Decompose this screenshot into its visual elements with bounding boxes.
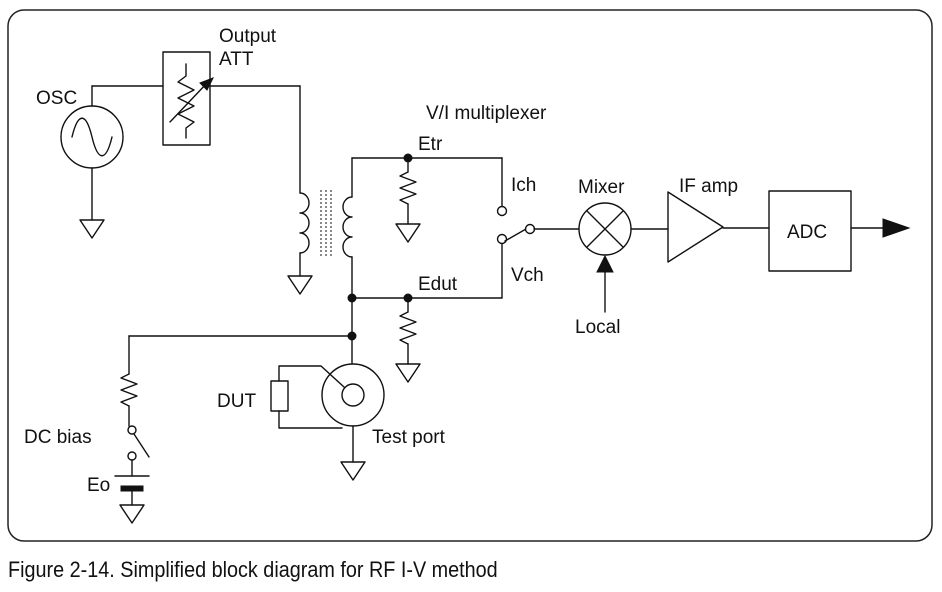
- etr-branch: [351, 153, 503, 243]
- test-port-ground-icon: [340, 461, 366, 481]
- att-arrow-icon: [199, 77, 215, 91]
- if-amplifier: [667, 191, 770, 263]
- rf-iv-block-diagram: OSC Output ATT V/I multiplexer Etr: [7, 9, 933, 542]
- etr-label: Etr: [418, 134, 443, 155]
- transformer-ground-icon: [287, 275, 313, 295]
- eo-label: Eo: [87, 475, 110, 496]
- output-att-label-line2: ATT: [219, 49, 254, 70]
- figure-caption: Figure 2-14. Simplified block diagram fo…: [8, 557, 498, 582]
- if-amp-label: IF amp: [679, 176, 738, 197]
- output-attenuator: [162, 51, 301, 194]
- local-arrow-icon: [596, 254, 614, 273]
- ich-label: Ich: [511, 175, 536, 196]
- etr-ground-icon: [395, 223, 421, 243]
- dut-label: DUT: [217, 391, 256, 412]
- vi-multiplexer-switch: [496, 205, 580, 245]
- output-arrow-icon: [882, 218, 911, 238]
- vch-label: Vch: [511, 265, 544, 286]
- test-port-label: Test port: [372, 427, 446, 448]
- edut-branch: [347, 243, 503, 383]
- multiplexer-label: V/I multiplexer: [426, 103, 547, 124]
- dut: [270, 365, 345, 429]
- mixer: [578, 202, 669, 313]
- test-port: [321, 335, 385, 481]
- adc-label: ADC: [787, 222, 827, 243]
- dc-bias-path: [114, 331, 357, 524]
- mixer-label: Mixer: [578, 177, 625, 198]
- output-att-label-line1: Output: [219, 26, 277, 47]
- dc-bias-label: DC bias: [24, 427, 92, 448]
- dc-bias-ground-icon: [119, 504, 145, 524]
- transformer: [287, 157, 353, 337]
- oscillator: [60, 85, 164, 239]
- diagram-frame: [7, 9, 933, 542]
- edut-ground-icon: [395, 363, 421, 383]
- osc-label: OSC: [36, 88, 77, 109]
- osc-ground-icon: [79, 219, 105, 239]
- adc-block: [768, 190, 911, 272]
- local-label: Local: [575, 317, 620, 338]
- edut-label: Edut: [418, 274, 458, 295]
